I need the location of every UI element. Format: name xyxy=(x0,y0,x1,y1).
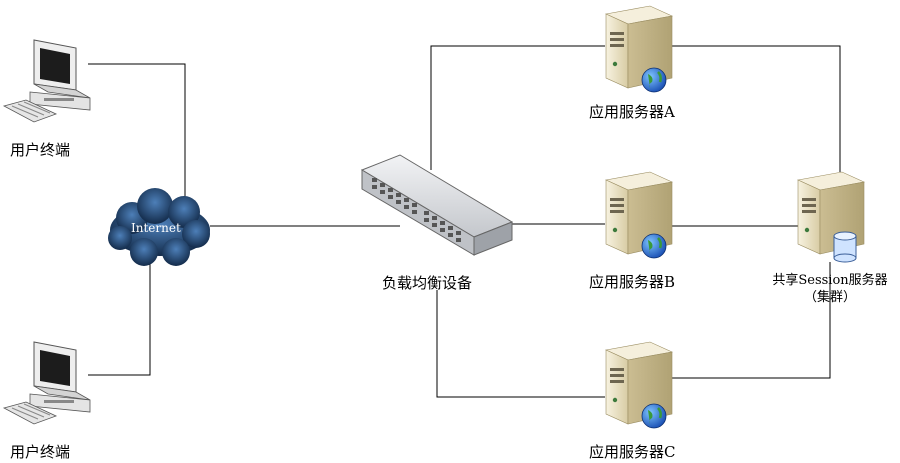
session-server-subtitle: （集群） xyxy=(803,290,856,305)
server-a-label: 应用服务器A xyxy=(589,103,675,121)
cloud-icon xyxy=(108,188,210,266)
session-server-label: 共享Session服务器 （集群） xyxy=(762,272,898,306)
web-server-icon xyxy=(605,5,673,93)
web-server-icon xyxy=(605,341,673,429)
link-server-a-session xyxy=(672,45,841,172)
connection-lines xyxy=(88,45,841,398)
link-server-c-session xyxy=(672,262,831,379)
web-server-icon xyxy=(605,171,673,259)
link-terminal-bottom-internet xyxy=(88,262,151,376)
database-server-icon xyxy=(797,171,865,263)
link-terminal-top-internet xyxy=(88,63,186,200)
network-switch-icon xyxy=(360,154,514,256)
internet-label: Internet xyxy=(131,221,181,235)
terminal-bottom-label: 用户终端 xyxy=(10,443,71,461)
desktop-computer-icon xyxy=(3,341,91,425)
link-balancer-server-c xyxy=(436,290,605,398)
load-balancer-label: 负载均衡设备 xyxy=(382,274,473,292)
terminal-top-label: 用户终端 xyxy=(10,141,71,159)
server-c-label: 应用服务器C xyxy=(589,443,676,461)
session-server-title: 共享Session服务器 xyxy=(772,273,888,288)
desktop-computer-icon xyxy=(3,39,91,123)
server-b-label: 应用服务器B xyxy=(589,273,676,291)
link-balancer-server-a xyxy=(430,45,605,170)
